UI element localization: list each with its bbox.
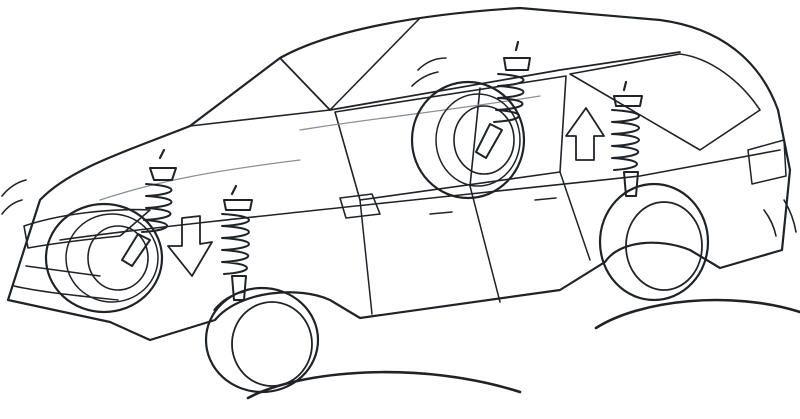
rear-right-wheel [598, 182, 710, 302]
arrow-down-icon [167, 215, 213, 277]
front-left-spring [121, 148, 177, 267]
rear-left-spring [475, 40, 531, 159]
arrow-up-icon [565, 107, 605, 161]
rear-left-wheel [410, 80, 526, 200]
front-left-wheel [44, 202, 164, 314]
rear-right-spring [611, 80, 643, 197]
front-right-wheel [204, 286, 320, 394]
vibration-lines [1, 57, 797, 237]
car-body [6, 6, 792, 342]
road-surface [246, 298, 800, 400]
front-right-spring [221, 184, 253, 301]
